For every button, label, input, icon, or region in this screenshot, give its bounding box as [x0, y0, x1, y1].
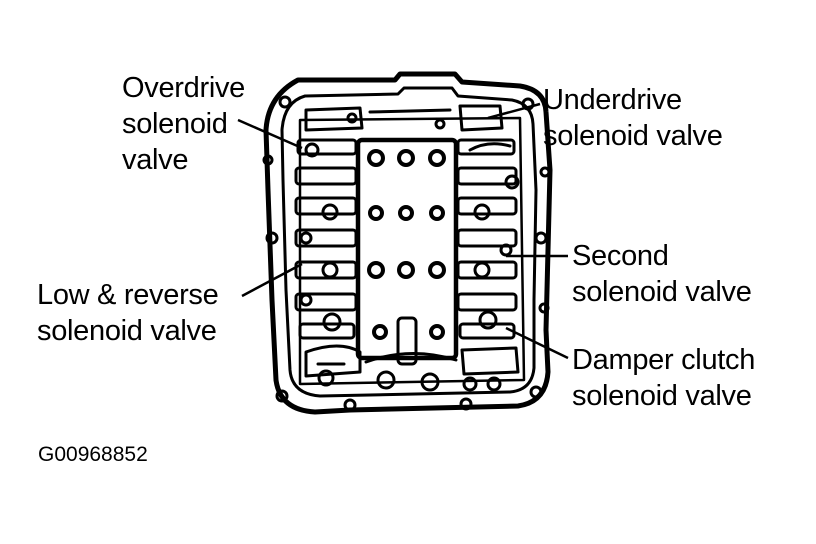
leader-lines — [237, 102, 569, 360]
leader-overdrive — [237, 118, 303, 150]
label-overdrive-solenoid-valve: Overdrive solenoid valve — [122, 70, 245, 178]
valve-body-outline — [298, 116, 526, 386]
label-line: Damper clutch — [572, 344, 756, 376]
label-line: solenoid valve — [572, 380, 752, 412]
label-damper-clutch-solenoid-valve: Damper clutch solenoid valve — [572, 342, 755, 414]
right-valve-bores — [456, 138, 520, 340]
left-valve-bores — [294, 138, 358, 340]
leader-underdrive — [487, 102, 541, 120]
figure-id: G00968852 — [38, 443, 148, 466]
label-line: solenoid valve — [572, 276, 752, 308]
label-line: Underdrive — [543, 84, 682, 116]
lower-passages — [304, 316, 520, 392]
upper-passages — [304, 104, 512, 152]
label-line: solenoid valve — [37, 315, 217, 347]
label-line: Second — [572, 240, 669, 272]
leader-low-reverse — [241, 262, 303, 298]
leader-damper — [505, 326, 569, 360]
label-line: Low & reverse — [37, 279, 219, 311]
label-second-solenoid-valve: Second solenoid valve — [572, 238, 752, 310]
label-line: Overdrive — [122, 72, 245, 104]
label-line: solenoid — [122, 108, 228, 140]
label-low-reverse-solenoid-valve: Low & reverse solenoid valve — [37, 277, 219, 349]
case-flange-outline — [263, 71, 553, 415]
flange-bolt-holes — [262, 95, 551, 412]
plate-holes — [367, 149, 446, 340]
label-line: solenoid valve — [543, 120, 723, 152]
label-underdrive-solenoid-valve: Underdrive solenoid valve — [543, 82, 723, 154]
label-line: valve — [122, 144, 189, 176]
separator-plate — [355, 137, 459, 361]
